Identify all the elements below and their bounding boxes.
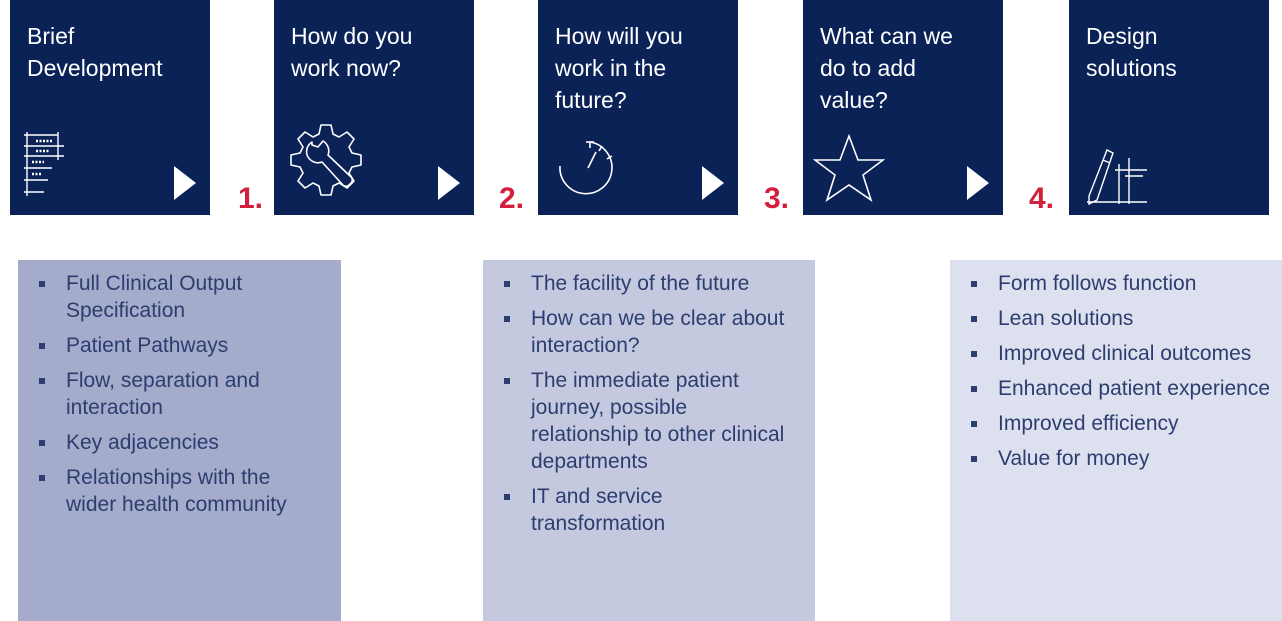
bullet-list: Full Clinical Output Specification Patie…	[34, 270, 325, 518]
list-item: Patient Pathways	[34, 332, 325, 359]
arrow-icon	[438, 166, 460, 200]
stopwatch-icon	[558, 138, 618, 203]
list-item: Lean solutions	[966, 305, 1274, 332]
step-title: Design solutions	[1086, 23, 1177, 81]
list-item: The immediate patient journey, possible …	[499, 367, 799, 475]
list-item: Improved clinical outcomes	[966, 340, 1274, 367]
panel-future-working: The facility of the future How can we be…	[483, 260, 815, 621]
bullet-list: Form follows function Lean solutions Imp…	[966, 270, 1274, 472]
step-what-can-we-do-to-add-value: What can we do to add value?	[803, 0, 1003, 215]
step-title: What can we do to add value?	[820, 23, 953, 113]
arrow-icon	[702, 166, 724, 200]
list-item: Key adjacencies	[34, 429, 325, 456]
list-item: The facility of the future	[499, 270, 799, 297]
step-design-solutions: Design solutions	[1069, 0, 1269, 215]
step-title: How do you work now?	[291, 23, 413, 81]
star-icon	[812, 132, 886, 209]
list-item: Form follows function	[966, 270, 1274, 297]
step-how-will-you-work-in-the-future: How will you work in the future?	[538, 0, 738, 215]
bullet-list: The facility of the future How can we be…	[499, 270, 799, 537]
step-number: 1.	[238, 182, 264, 215]
step-number: 2.	[499, 182, 525, 215]
step-brief-development: Brief Development	[10, 0, 210, 215]
step-how-do-you-work-now: How do you work now?	[274, 0, 474, 215]
brief-document-icon	[24, 132, 68, 201]
step-title: Brief Development	[27, 23, 163, 81]
list-item: Relationships with the wider health comm…	[34, 464, 325, 518]
list-item: IT and service transformation	[499, 483, 799, 537]
step-number: 3.	[764, 182, 790, 215]
panel-design-solutions: Form follows function Lean solutions Imp…	[950, 260, 1282, 621]
list-item: How can we be clear about interaction?	[499, 305, 799, 359]
wrench-gear-icon	[288, 122, 364, 203]
pencil-drawing-icon	[1085, 144, 1147, 211]
step-number: 4.	[1029, 182, 1055, 215]
panel-brief-development: Full Clinical Output Specification Patie…	[18, 260, 341, 621]
list-item: Enhanced patient experience	[966, 375, 1274, 402]
arrow-icon	[967, 166, 989, 200]
list-item: Improved efficiency	[966, 410, 1274, 437]
list-item: Full Clinical Output Specification	[34, 270, 325, 324]
list-item: Flow, separation and interaction	[34, 367, 325, 421]
list-item: Value for money	[966, 445, 1274, 472]
arrow-icon	[174, 166, 196, 200]
step-title: How will you work in the future?	[555, 23, 683, 113]
